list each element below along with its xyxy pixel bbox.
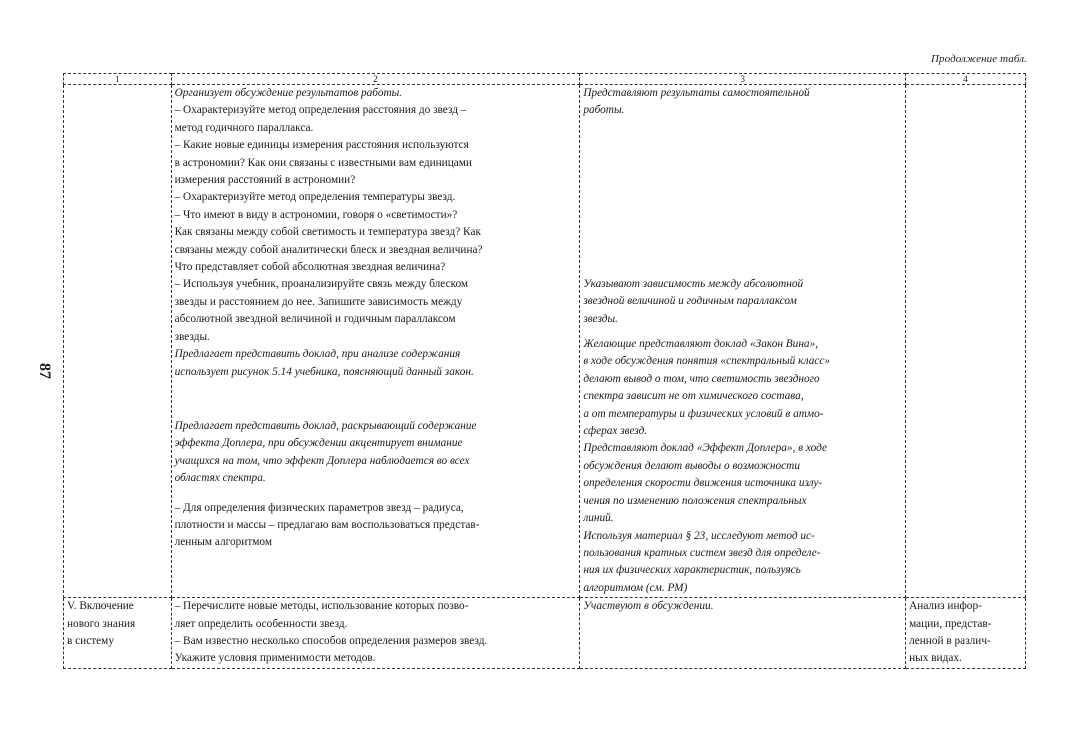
spacer [175,381,577,418]
teacher-questions-stage5: – Перечислите новые методы, использовани… [174,600,488,665]
teacher-activity-doppler-report: Предлагает представить доклад, раскрываю… [174,419,477,485]
page-number: 87 [36,363,53,379]
header-col-2: 2 [170,73,581,85]
row2-col3-cell: Участвуют в обсуждении. [579,597,907,669]
row1-col3-cell: Представляют результаты самостоятельной … [579,83,907,599]
row1-col1-cell [63,83,172,599]
lesson-table: 1 2 3 4 Организует обсуждение результато… [63,73,1026,669]
table-continuation-caption: Продолжение табл. [930,53,1027,65]
row1-col2-cell: Организует обсуждение результатов работы… [170,83,581,599]
student-activity-dependency: Указывают зависимость между абсолютной з… [583,277,804,325]
table-row: Организует обсуждение результатов работы… [63,83,1026,599]
learning-outcome: Анализ инфор- мации, представ- ленной в … [909,600,992,665]
row2-col1-cell: V. Включение нового знания в систему [63,597,172,669]
header-row: 1 2 3 4 [63,73,1026,85]
row2-col4-cell: Анализ инфор- мации, представ- ленной в … [905,597,1026,669]
teacher-algorithm-instruction: – Для определения физических параметров … [174,501,480,549]
header-col-4: 4 [905,73,1026,85]
header-col-1: 1 [63,73,172,85]
teacher-activity-intro: Организует обсуждение результатов работы… [174,87,403,99]
stage-name: V. Включение нового знания в систему [67,600,136,647]
student-activity-results: Представляют результаты самостоятельной … [583,87,810,117]
student-activity-stage5: Участвуют в обсуждении. [583,600,714,613]
student-activity-wien: Желающие представляют доклад «Закон Вина… [583,338,831,438]
row2-col2-cell: – Перечислите новые методы, использовани… [170,597,581,669]
teacher-activity-wien-report: Предлагает представить доклад, при анали… [174,348,474,378]
spacer [175,488,577,500]
table-row: V. Включение нового знания в систему – П… [63,597,1026,669]
row1-col4-cell [905,83,1026,599]
spacer [583,328,902,336]
teacher-questions: – Охарактеризуйте метод определения расс… [174,104,483,343]
spacer [583,120,902,276]
header-col-3: 3 [579,73,907,85]
student-activity-doppler: Представляют доклад «Эффект Доплера», в … [583,442,828,594]
